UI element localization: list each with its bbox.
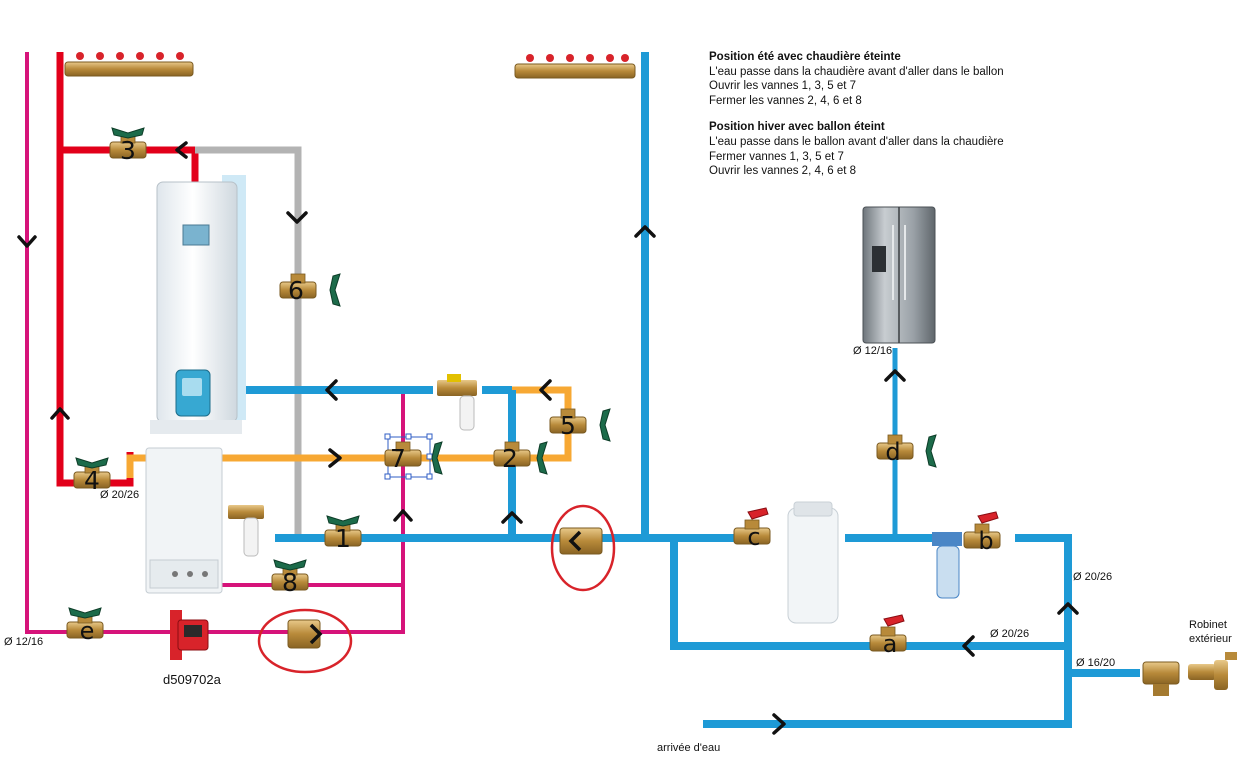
water-inlet-label: arrivée d'eau (657, 742, 720, 754)
arrow-right-icon (309, 623, 323, 645)
flow-arrows (17, 141, 1079, 735)
valve-6[interactable]: 6 (279, 273, 341, 307)
diameter-label: Ø 12/16 (853, 345, 892, 357)
arrow-up-icon (501, 511, 523, 524)
arrow-up-icon (393, 509, 413, 522)
svg-text:a: a (883, 630, 898, 658)
note-line: Ouvrir les vannes 2, 4, 6 et 8 (709, 165, 857, 178)
diameter-label: Ø 12/16 (4, 636, 43, 648)
note-line: L'eau passe dans le ballon avant d'aller… (709, 135, 1004, 148)
valve-8[interactable]: 8 (271, 559, 309, 597)
arrow-down-icon (286, 211, 308, 224)
arrow-left-icon (175, 141, 188, 159)
svg-text:2: 2 (502, 444, 518, 473)
svg-text:d: d (885, 438, 900, 466)
note-line: Fermer les vannes 2, 4, 6 et 8 (709, 94, 862, 107)
valve-d[interactable]: d (876, 434, 937, 468)
tap-label: extérieur (1189, 633, 1232, 645)
boiler (145, 447, 223, 594)
hose-valve (1142, 661, 1180, 696)
svg-text:e: e (80, 617, 95, 645)
svg-text:3: 3 (120, 136, 136, 165)
pump-label: d509702a (163, 672, 222, 687)
valve-5[interactable]: 5 (549, 408, 611, 442)
outdoor-faucet (1188, 652, 1237, 690)
manifold-left (64, 52, 194, 77)
diameter-label: Ø 20/26 (1073, 571, 1112, 583)
diameter-label: Ø 20/26 (100, 489, 139, 501)
arrow-down-icon (17, 235, 37, 248)
svg-text:b: b (978, 527, 993, 555)
valve-a[interactable]: a (869, 614, 907, 658)
valve-2[interactable]: 2 (493, 441, 548, 475)
note-line: Fermer vannes 1, 3, 5 et 7 (709, 150, 844, 163)
pipes (25, 52, 1140, 728)
svg-text:6: 6 (288, 276, 304, 305)
fridge (862, 206, 936, 344)
valve-b[interactable]: b (963, 511, 1001, 555)
water-softener (787, 501, 839, 624)
cold-water-pipes (246, 52, 1140, 728)
valve-1[interactable]: 1 (324, 515, 362, 553)
svg-text:4: 4 (84, 466, 100, 495)
valve-4[interactable]: 4 (73, 457, 111, 495)
summer-title: Position été avec chaudière éteinte (709, 51, 901, 63)
arrow-up-icon (884, 369, 906, 382)
svg-text:5: 5 (560, 411, 576, 440)
valve-e[interactable]: e (66, 607, 104, 645)
svg-text:1: 1 (335, 524, 351, 553)
arrow-up-icon (1057, 602, 1079, 615)
valve-3[interactable]: 3 (109, 127, 147, 165)
boiler-link-pipe (126, 386, 572, 478)
arrow-right-icon (328, 448, 342, 468)
check-valve-left (257, 608, 353, 674)
winter-title: Position hiver avec ballon éteint (709, 121, 885, 134)
water-filter (932, 532, 962, 599)
safety-group-icon (437, 374, 477, 431)
circulator-pump (170, 610, 209, 660)
note-line: Ouvrir les vannes 1, 3, 5 et 7 (709, 80, 857, 93)
diameter-label: Ø 16/20 (1076, 657, 1115, 669)
arrow-left-icon (568, 530, 582, 552)
water-heater-tank (150, 175, 246, 434)
labels: d509702a Ø 12/16 Ø 12/16 Ø 20/26 Ø 20/26… (4, 345, 1232, 754)
arrow-left-icon (325, 379, 338, 401)
tap-label: Robinet (1189, 619, 1227, 631)
arrow-right-icon (772, 713, 786, 735)
valve-c[interactable]: c (733, 507, 771, 551)
svg-text:c: c (747, 523, 760, 551)
check-valve-right (550, 504, 616, 592)
note-line: L'eau passe dans la chaudière avant d'al… (709, 65, 1004, 78)
manifold-right (514, 54, 636, 79)
arrow-left-icon (962, 635, 975, 657)
arrow-left-icon (539, 379, 552, 401)
diameter-label: Ø 20/26 (990, 628, 1029, 640)
svg-text:7: 7 (390, 444, 406, 473)
valve-7[interactable]: 7 (384, 441, 443, 475)
arrow-up-icon (634, 225, 656, 238)
operating-notes: Position été avec chaudière éteinte L'ea… (709, 50, 1039, 179)
svg-text:8: 8 (282, 568, 298, 597)
arrow-up-icon (50, 407, 70, 420)
safety-group-icon (228, 505, 264, 557)
